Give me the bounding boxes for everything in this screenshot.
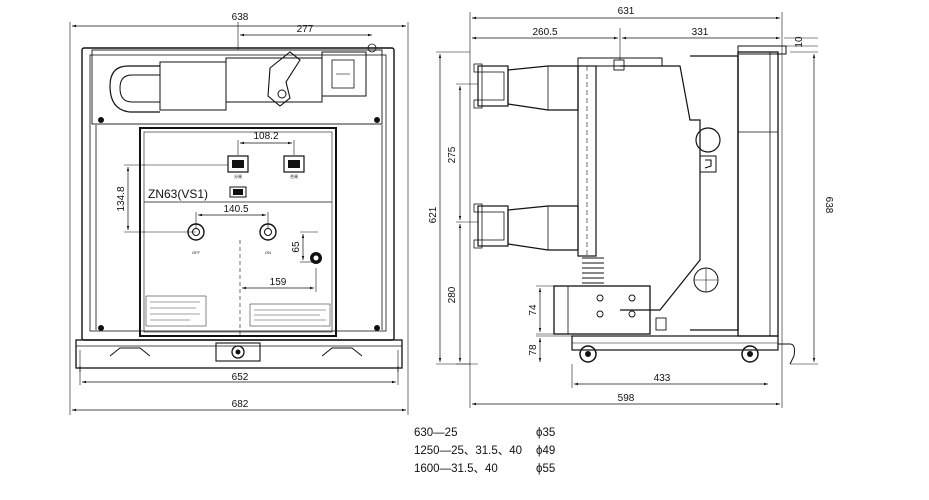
side-view-labels: 631 260.5 331 10 275 621 638 280 74 78 4… — [428, 6, 834, 404]
dim-right-height: 638 — [823, 197, 834, 214]
racking-hole — [231, 345, 245, 359]
side-indicator-circle — [695, 127, 721, 153]
dim-contact-spacing: 275 — [447, 146, 458, 163]
dim-total-height: 621 — [428, 206, 439, 223]
knob-off — [187, 223, 205, 241]
front-wheel — [579, 345, 597, 363]
spec-rating-3: 1600—31.5、40 — [414, 463, 498, 475]
dim-overall-width: 638 — [232, 12, 249, 23]
model-label: ZN63(VS1) — [148, 187, 208, 201]
dim-base-width: 652 — [232, 372, 249, 383]
base-plate — [75, 339, 403, 369]
dim-block-height: 74 — [528, 304, 539, 316]
dim-rear-offset: 331 — [692, 27, 709, 38]
dim-lower-height: 280 — [447, 286, 458, 303]
button-close-window — [283, 155, 305, 173]
dim-contact-offset: 260.5 — [532, 27, 557, 38]
knob-off-label: OFF — [192, 250, 201, 255]
dim-panel-height: 134.8 — [116, 186, 127, 211]
spec-diameter-2: ϕ49 — [536, 445, 555, 457]
front-view-labels: 638 277 108.2 分闸 合闸 ZN63(VS1) 134.8 140.… — [116, 12, 314, 410]
button-open-label: 分闸 — [234, 173, 242, 179]
button-close-label: 合闸 — [290, 173, 298, 179]
dim-depth-base: 598 — [618, 393, 635, 404]
spec-rating-2: 1250—25、31.5、40 — [414, 445, 522, 457]
dim-knob-height: 65 — [291, 241, 302, 253]
spec-rating-1: 630—25 — [414, 427, 457, 439]
knob-on-label: ON — [265, 250, 271, 255]
spec-diameter-3: ϕ55 — [536, 463, 555, 475]
dim-overall-depth: 631 — [618, 6, 635, 17]
front-view — [69, 22, 409, 415]
spec-table: 630—25 ϕ35 1250—25、31.5、40 ϕ49 1600—31.5… — [414, 427, 555, 475]
dim-knob-spacing: 140.5 — [223, 204, 248, 215]
dim-wheel-base: 433 — [654, 373, 671, 384]
side-view — [436, 12, 818, 408]
dim-footprint-width: 682 — [232, 399, 249, 410]
dim-wheel-height: 78 — [528, 344, 539, 356]
dim-top-gap: 10 — [794, 36, 805, 48]
rear-wheel — [741, 345, 759, 363]
dim-lamp-offset: 159 — [270, 277, 287, 288]
button-open-window — [227, 155, 249, 173]
knob-on — [259, 223, 277, 241]
dim-upper-offset: 277 — [297, 24, 314, 35]
spec-diameter-1: ϕ35 — [536, 427, 555, 439]
dim-button-spacing: 108.2 — [253, 131, 278, 142]
